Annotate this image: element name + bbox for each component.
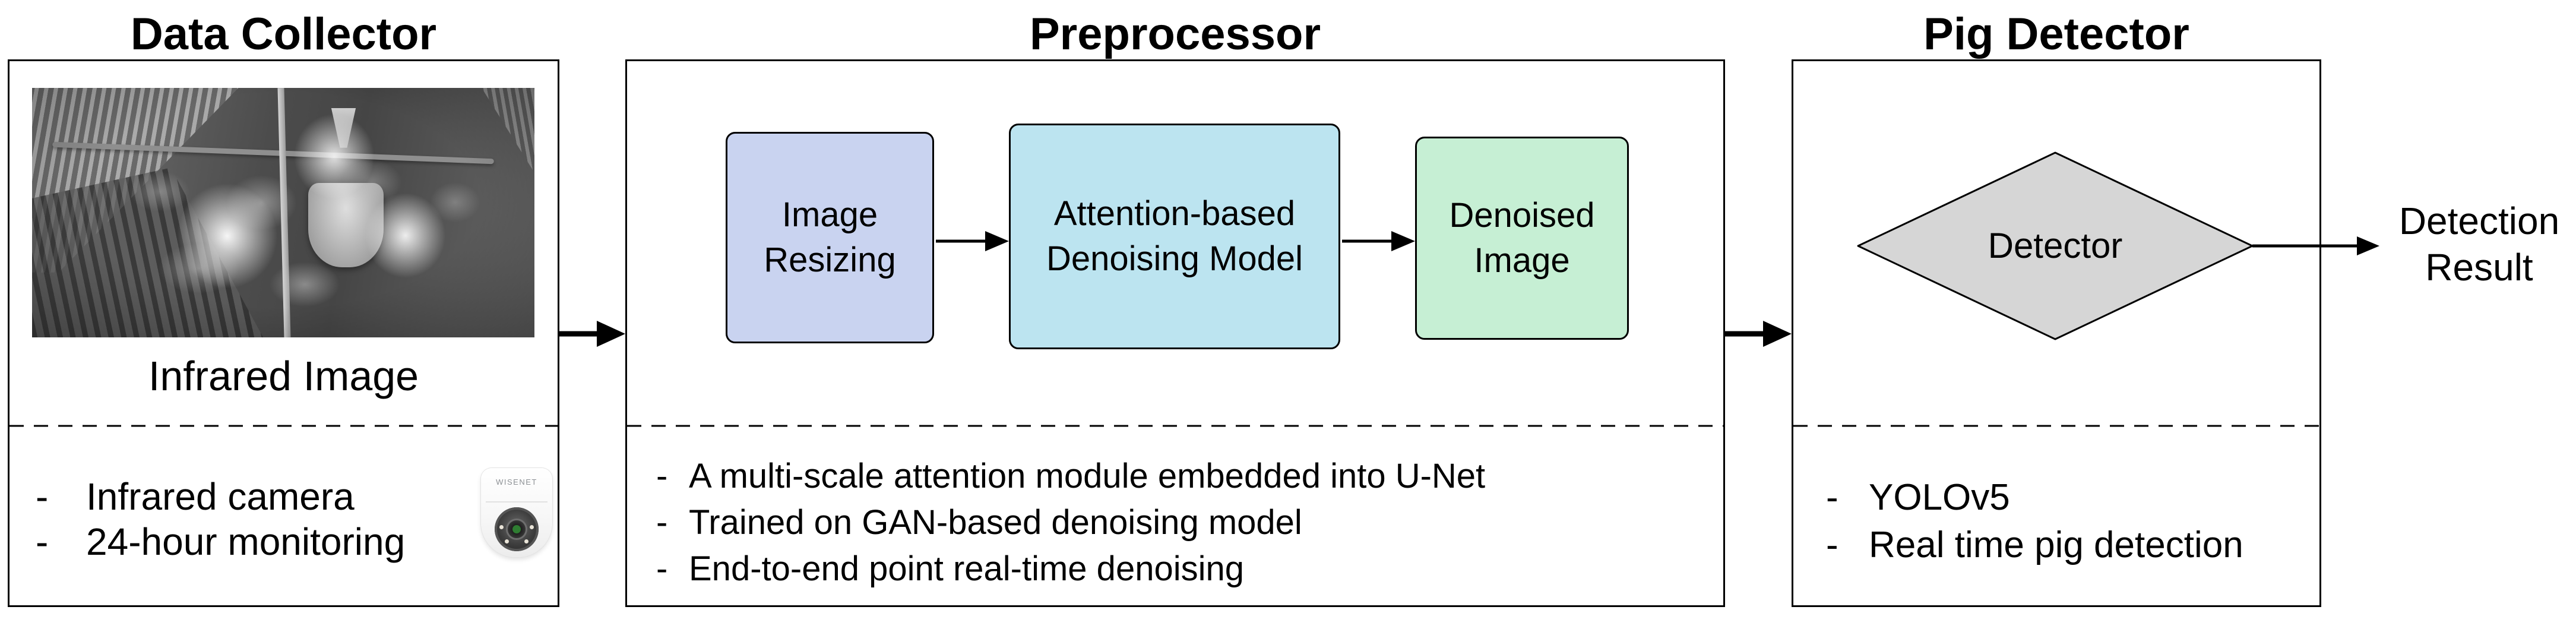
bullet-label: 24-hour monitoring: [86, 520, 406, 563]
step-label: Image Resizing: [764, 195, 896, 279]
attention-denoising-model-step: Attention-based Denoising Model: [1009, 124, 1340, 349]
pig-detector-title: Pig Detector: [1923, 9, 2189, 59]
bullet-dash: -: [656, 549, 668, 588]
data-collector-title: Data Collector: [130, 9, 437, 59]
bullet-dash: -: [656, 503, 668, 542]
bullet-label: End-to-end point real-time denoising: [689, 549, 1244, 588]
data-collector-panel: Infrared Image - Infrared camera - 24-ho…: [8, 59, 559, 607]
camera-lens: [512, 525, 521, 533]
image-resizing-step: Image Resizing: [726, 132, 934, 343]
preprocessor-panel: Image Resizing Attention-based Denoising…: [625, 59, 1725, 607]
pig-detector-panel: - YOLOv5 - Real time pig detection: [1792, 59, 2321, 607]
detector-diamond-label: Detector: [1988, 226, 2123, 266]
step-label: Attention-based Denoising Model: [1046, 194, 1303, 278]
step-label: Denoised Image: [1449, 196, 1595, 280]
bullet-label: A multi-scale attention module embedded …: [689, 457, 1486, 495]
bullet-label: Trained on GAN-based denoising model: [689, 503, 1302, 542]
camera-brand-label: WISENET: [496, 478, 537, 486]
dome-camera-icon: WISENET: [481, 468, 552, 563]
preprocessor-to-detector-arrowhead: [1763, 321, 1792, 347]
bullet-dash: -: [656, 457, 668, 495]
detection-result-label: Detection Result: [2360, 198, 2576, 290]
bullet-label: YOLOv5: [1869, 477, 2010, 518]
bullet-label: Infrared camera: [86, 475, 355, 518]
detection-result-line2: Result: [2425, 246, 2533, 289]
preprocessor-title: Preprocessor: [1029, 9, 1321, 59]
bullet-label: Real time pig detection: [1869, 524, 2243, 565]
camera-led: [505, 539, 509, 543]
detection-result-line1: Detection: [2398, 200, 2560, 242]
camera-seam: [486, 501, 548, 503]
camera-led: [530, 525, 534, 529]
bullet-dash: -: [1826, 477, 1838, 518]
bullet-dash: -: [36, 475, 49, 518]
bullet-dash: -: [1826, 524, 1838, 565]
infrared-photo: [32, 88, 534, 337]
collector-to-preprocessor-arrowhead: [597, 321, 625, 347]
denoised-image-step: Denoised Image: [1415, 137, 1629, 340]
camera-led: [524, 539, 529, 543]
bullet-dash: -: [36, 520, 49, 563]
camera-led: [499, 525, 504, 529]
photo-heat-spots: [32, 88, 534, 337]
photo-vignette: [32, 88, 534, 337]
infrared-image-caption: Infrared Image: [148, 353, 419, 399]
